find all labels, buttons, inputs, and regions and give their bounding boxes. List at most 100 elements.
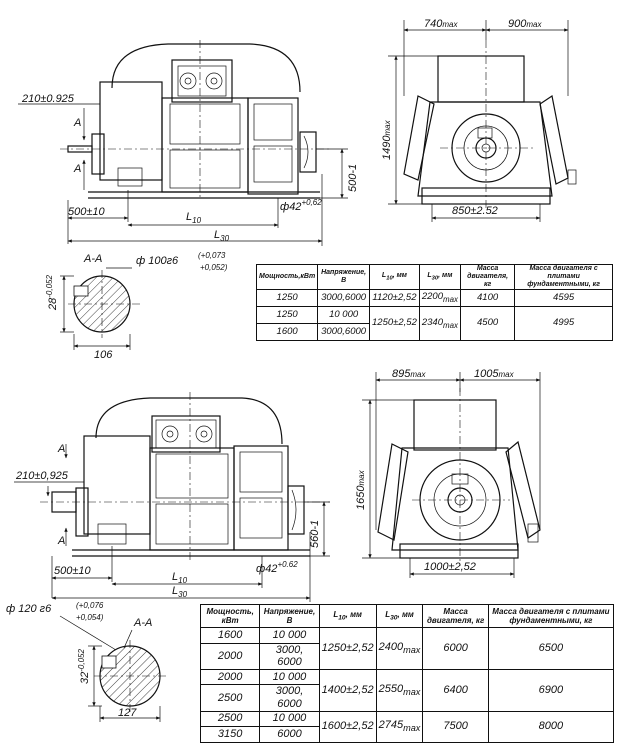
motor1-section-label: A-A bbox=[83, 253, 102, 265]
motor2-shaft-dim: ф 120 г6 bbox=[6, 603, 52, 615]
table-row: 1250 3000,6000 1120±2,52 2200max 4100 45… bbox=[255, 289, 613, 308]
motor1-shaft-tol-upper: (+0,073 bbox=[198, 251, 226, 260]
header-power: Мощность, кВт bbox=[199, 604, 261, 628]
motor1-dim-l10: L10 bbox=[186, 211, 202, 225]
table-row: 2000 10 000 1400±2,52 2550max 6400 6900 bbox=[199, 668, 615, 712]
motor2-dim-1650: 1650max bbox=[355, 469, 367, 510]
cell-power: 2000 bbox=[199, 668, 261, 686]
header-voltage: Напряжение, В bbox=[259, 604, 320, 628]
cell-mass-plates: 6500 bbox=[487, 627, 615, 670]
motor2-section-label: A-A bbox=[133, 617, 152, 629]
cell-l30: 2550max bbox=[375, 668, 424, 712]
cell-mass: 4100 bbox=[459, 289, 516, 308]
motor2-front-view bbox=[40, 392, 330, 560]
header-l30: L30, мм bbox=[418, 263, 461, 291]
motor1-dim-900: 900max bbox=[508, 18, 542, 30]
header-mass: Масса двигателя, кг bbox=[422, 604, 489, 628]
motor1-shaft-dim: ф 100г6 bbox=[136, 255, 179, 267]
cell-voltage: 10 000 bbox=[259, 710, 320, 728]
cell-voltage: 10 000 bbox=[259, 627, 320, 644]
table-header-row: Мощность, кВт Напряжение, В L10, мм L30,… bbox=[199, 604, 615, 628]
motor1-section-mark-bottom: A bbox=[73, 163, 81, 175]
cell-power: 2000 bbox=[199, 642, 261, 670]
motor1-dim-1490: 1490max bbox=[381, 119, 393, 160]
cell-power: 1600 bbox=[199, 627, 261, 644]
table-row: 1250 10 000 1250±2,52 2340max 4500 4995 bbox=[255, 306, 613, 342]
motor2-side-view bbox=[377, 388, 541, 566]
cell-l30: 2200max bbox=[418, 289, 461, 308]
table-row: 2500 3000, 6000 bbox=[199, 684, 614, 712]
table-row: 1600 10 000 1250±2,52 2400max 6000 6500 bbox=[199, 627, 615, 670]
cell-voltage: 3000,6000 bbox=[317, 289, 371, 308]
motor2-section-mark-bottom: A bbox=[57, 535, 65, 547]
motor2-dim-210: 210±0,925 bbox=[15, 470, 69, 482]
motor1-spec-table: Мощность,кВт Напряжение, В L10, мм L30, … bbox=[255, 263, 613, 342]
cell-l10: 1400±2,52 bbox=[318, 668, 377, 712]
cell-mass: 7500 bbox=[422, 710, 489, 743]
header-l10: L10, мм bbox=[318, 604, 377, 628]
motor1-dim-l30: L30 bbox=[214, 229, 230, 243]
cell-l10: 1120±2,52 bbox=[369, 289, 420, 308]
cell-l10: 1250±2,52 bbox=[318, 627, 377, 670]
motor1-dim-28: 28-0,052 bbox=[45, 275, 59, 311]
motor2-shaft-tol-lower: +0,054) bbox=[76, 613, 104, 622]
cell-mass-plates: 6900 bbox=[487, 668, 615, 712]
motor2-front-dims: A A 210±0,925 500±10 L10 L30 560-1 ф42+0… bbox=[14, 443, 330, 602]
cell-power: 2500 bbox=[199, 684, 261, 712]
motor2-dim-127: 127 bbox=[118, 707, 137, 719]
motor2-dim-32: 32-0,052 bbox=[77, 649, 91, 684]
motor1-dim-500: 500±10 bbox=[68, 206, 106, 218]
motor1-dim-hole: ф42+0,62 bbox=[280, 198, 322, 213]
motor1-section-view: A-A ф 100г6 (+0,073 +0,052) 28-0,052 106 bbox=[45, 251, 228, 361]
motor2-shaft-tol-upper: (+0,076 bbox=[76, 601, 104, 610]
header-l30: L30, мм bbox=[375, 604, 424, 628]
motor2-dim-1000: 1000±2,52 bbox=[424, 561, 476, 573]
cell-mass-plates: 4595 bbox=[514, 289, 613, 308]
cell-l30: 2745max bbox=[375, 710, 424, 743]
cell-power: 1250 bbox=[255, 289, 319, 308]
cell-mass: 4500 bbox=[459, 306, 516, 342]
table-row: 2500 10 000 1600±2,52 2745max 7500 8000 bbox=[199, 710, 615, 743]
motor2-dim-560-1: 560-1 bbox=[309, 520, 321, 548]
header-mass: Масса двигателя, кг bbox=[459, 263, 516, 291]
motor1-front-dims: 210±0.925 A A 500±10 L10 L30 500-1 ф42+0… bbox=[18, 93, 359, 246]
motor1-section-mark-top: A bbox=[73, 117, 81, 129]
motor1-shaft-tol-lower: +0,052) bbox=[200, 263, 228, 272]
cell-power: 1250 bbox=[255, 306, 319, 325]
motor1-dim-106: 106 bbox=[94, 349, 113, 361]
cell-voltage: 3000, 6000 bbox=[259, 642, 320, 670]
cell-l30: 2400max bbox=[375, 627, 424, 670]
cell-voltage: 3000,6000 bbox=[317, 323, 371, 342]
header-mass-plates: Масса двигателя с плитами фундаментными,… bbox=[514, 263, 613, 291]
cell-l10: 1250±2,52 bbox=[369, 306, 420, 342]
motor2-dim-500: 500±10 bbox=[54, 565, 92, 577]
cell-power: 1600 bbox=[255, 323, 319, 342]
motor2-section-view: ф 120 г6 (+0,076 +0,054) A-A 32-0,052 12… bbox=[6, 601, 168, 722]
motor1-dim-210: 210±0.925 bbox=[21, 93, 75, 105]
table-header-row: Мощность,кВт Напряжение, В L10, мм L30, … bbox=[255, 263, 613, 291]
motor2-dim-l10: L10 bbox=[172, 571, 188, 585]
motor1-dim-500-1: 500-1 bbox=[347, 164, 359, 192]
header-mass-plates: Масса двигателя с плитами фундаментными,… bbox=[487, 604, 615, 628]
header-voltage: Напряжение, В bbox=[317, 263, 371, 291]
cell-mass: 6400 bbox=[422, 668, 489, 712]
cell-mass-plates: 8000 bbox=[487, 710, 615, 743]
cell-mass: 6000 bbox=[422, 627, 489, 670]
cell-voltage: 10 000 bbox=[317, 306, 371, 325]
cell-mass-plates: 4995 bbox=[514, 306, 613, 342]
cell-voltage: 10 000 bbox=[259, 668, 320, 686]
motor2-dim-895: 895max bbox=[392, 368, 426, 380]
motor1-side-view bbox=[403, 40, 577, 210]
header-power: Мощность,кВт bbox=[255, 263, 319, 291]
cell-l10: 1600±2,52 bbox=[318, 710, 377, 743]
motor2-dim-hole: ф42+0.62 bbox=[256, 560, 298, 575]
cell-voltage: 3000, 6000 bbox=[259, 684, 320, 712]
motor2-section-mark-top: A bbox=[57, 443, 65, 455]
cell-power: 2500 bbox=[199, 710, 261, 728]
motor2-dim-l30: L30 bbox=[172, 585, 188, 599]
table-row: 1600 3000,6000 bbox=[255, 323, 613, 342]
cell-l30: 2340max bbox=[418, 306, 461, 342]
table-row: 2000 3000, 6000 bbox=[199, 642, 614, 670]
motor2-spec-table: Мощность, кВт Напряжение, В L10, мм L30,… bbox=[199, 604, 615, 743]
